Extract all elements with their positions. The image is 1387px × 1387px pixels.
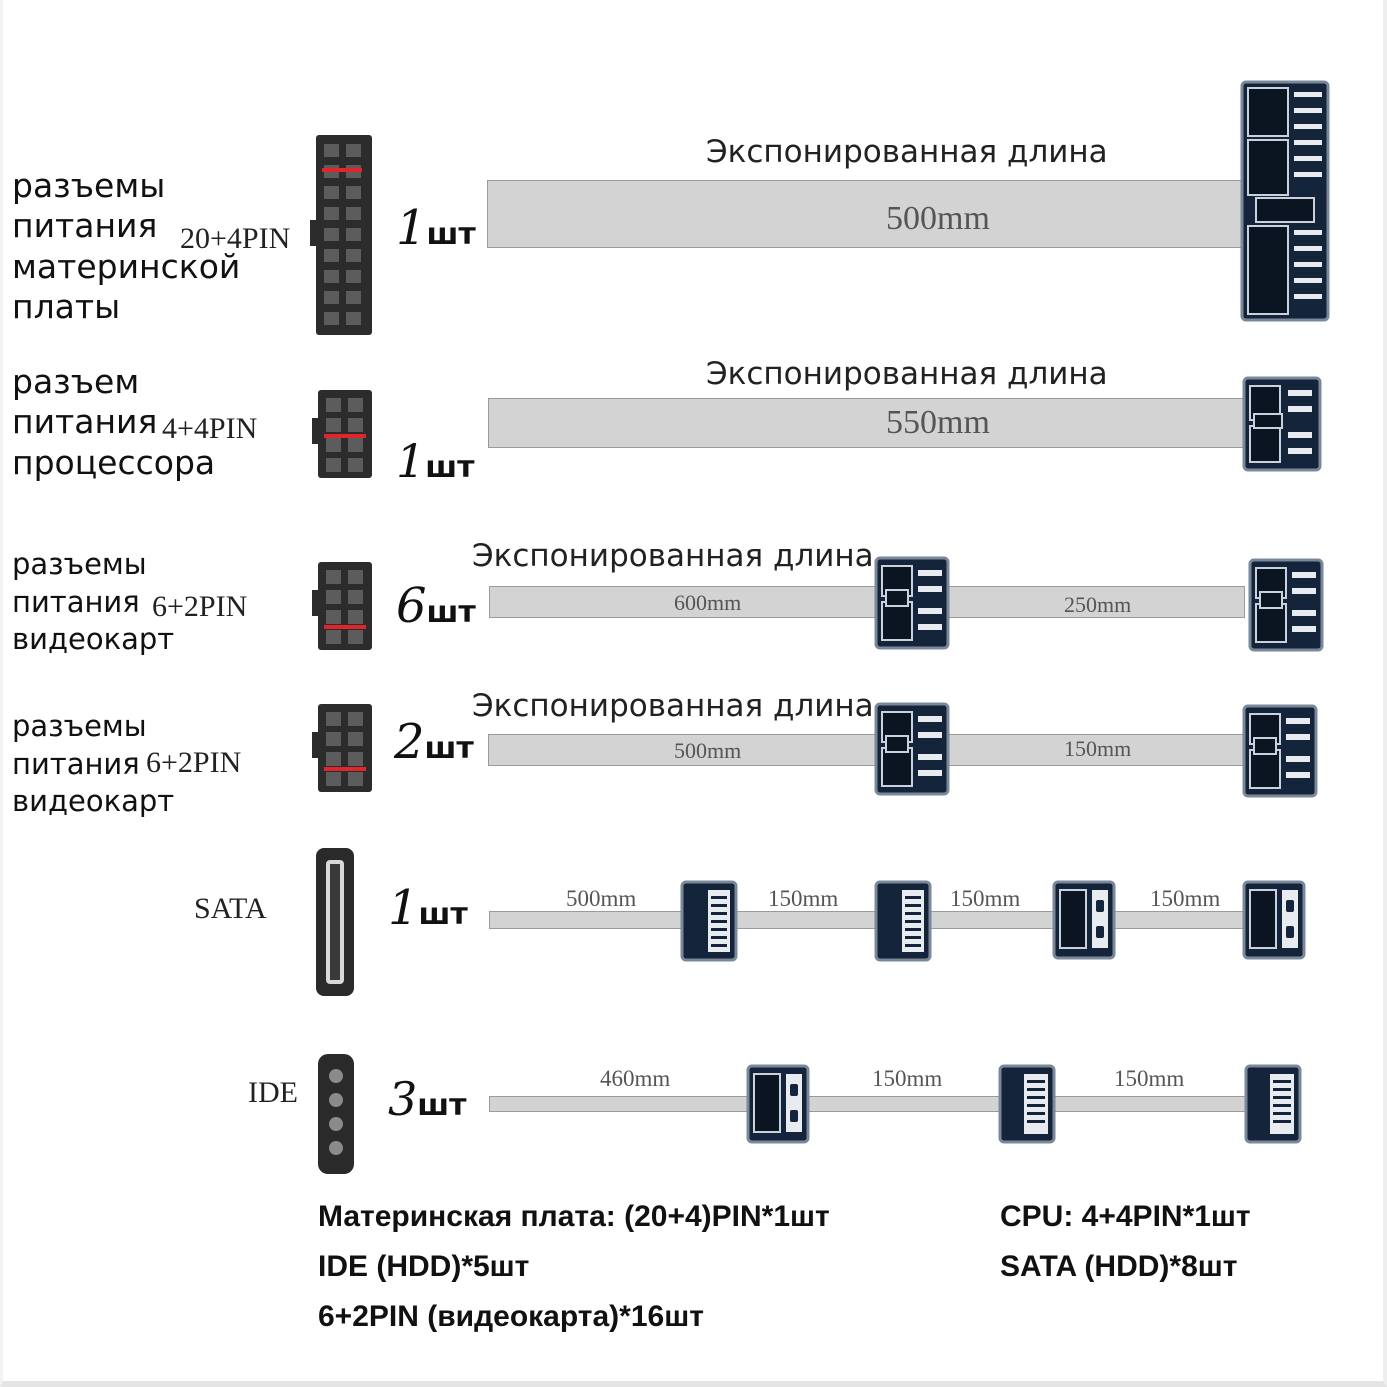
- gpu1-exposed-length-label: Экспонированная длина: [472, 538, 874, 574]
- mb-label-line: платы: [12, 286, 121, 326]
- summary-sata: SATA (HDD)*8шт: [1000, 1250, 1238, 1283]
- ide-socket-icon: [318, 1054, 354, 1174]
- gpu2-plug-icon: [1242, 704, 1318, 798]
- sata-plug-icon: [874, 880, 932, 962]
- cpu-label: разъем питания процессора: [12, 362, 215, 483]
- ide-length-1: 460mm: [600, 1066, 671, 1091]
- gpu1-qty-unit: шт: [426, 595, 476, 630]
- gpu1-label-line: видеокарт: [12, 622, 175, 657]
- gpu2-plug-icon: [874, 702, 950, 796]
- gpu1-length-2: 250mm: [1064, 592, 1132, 617]
- sata-socket-icon: [316, 848, 354, 996]
- molex-plug-icon: [1242, 880, 1306, 960]
- ide-qty-unit: шт: [417, 1088, 467, 1123]
- mb-exposed-length-label: Экспонированная длина: [706, 134, 1108, 170]
- cpu-label-line: процессора: [12, 442, 216, 482]
- mb-label-line: разъемы: [12, 166, 166, 205]
- gpu2-pin-label: 6+2PIN: [146, 746, 242, 779]
- gpu1-label-line: разъемы: [12, 547, 147, 581]
- gpu2-length-2: 150mm: [1064, 736, 1132, 761]
- summary-ide: IDE (HDD)*5шт: [318, 1250, 530, 1283]
- ide-length-2: 150mm: [872, 1066, 943, 1091]
- gpu1-label: разъемы питания видеокарт: [12, 546, 174, 659]
- split-marker: [324, 625, 366, 629]
- summary-motherboard: Материнская плата: (20+4)PIN*1шт: [318, 1200, 830, 1233]
- cpu-label-line: разъем: [12, 362, 140, 401]
- mb-label-line: материнской: [12, 246, 241, 286]
- gpu2-socket-icon: [312, 704, 372, 792]
- mb-pin-label: 20+4PIN: [180, 222, 291, 255]
- sata-qty-unit: шт: [418, 897, 468, 932]
- cpu-qty-number: 1: [396, 434, 426, 488]
- cpu-length: 550mm: [886, 404, 990, 441]
- cpu-pin-label: 4+4PIN: [162, 412, 258, 445]
- gpu1-plug-icon: [1248, 558, 1324, 652]
- sata-length-1: 500mm: [566, 886, 637, 911]
- summary-cpu: CPU: 4+4PIN*1шт: [1000, 1200, 1251, 1233]
- cpu-qty-unit: шт: [425, 450, 475, 485]
- split-marker: [324, 434, 366, 438]
- gpu2-quantity: 2шт: [394, 714, 474, 770]
- mb-socket-icon: [310, 135, 372, 335]
- cpu-quantity: 1шт: [396, 434, 475, 488]
- gpu2-label-line: питания: [12, 746, 140, 781]
- split-marker: [324, 767, 366, 771]
- sata-plug-icon: [1244, 1064, 1302, 1144]
- sata-qty-number: 1: [388, 880, 419, 936]
- ide-cable: [489, 1096, 1249, 1112]
- gpu1-pin-label: 6+2PIN: [152, 590, 248, 623]
- gpu1-quantity: 6шт: [396, 578, 476, 634]
- mb-label: разъемы питания материнской платы: [12, 166, 240, 327]
- cpu-cable: [488, 398, 1248, 448]
- mb-24pin-plug-icon: [1240, 80, 1330, 322]
- sata-plug-icon: [680, 880, 738, 962]
- gpu1-length-1: 600mm: [674, 590, 742, 615]
- ide-quantity: 3шт: [388, 1072, 467, 1126]
- mb-length: 500mm: [886, 200, 990, 237]
- gpu2-cable: [488, 734, 1246, 766]
- cpu-socket-icon: [312, 390, 372, 478]
- ide-label: IDE: [248, 1076, 298, 1109]
- cpu-8pin-plug-icon: [1242, 376, 1322, 472]
- ide-length-3: 150mm: [1114, 1066, 1185, 1091]
- cpu-label-line: питания: [12, 402, 158, 442]
- molex-plug-icon: [746, 1064, 810, 1144]
- gpu1-qty-number: 6: [396, 578, 427, 634]
- mb-qty-unit: шт: [426, 217, 476, 252]
- sata-quantity: 1шт: [388, 880, 468, 936]
- gpu2-exposed-length-label: Экспонированная длина: [472, 688, 874, 724]
- sata-label: SATA: [194, 892, 267, 925]
- sata-plug-icon: [998, 1064, 1056, 1144]
- mb-quantity: 1шт: [396, 200, 476, 256]
- sata-cable: [489, 911, 1249, 929]
- gpu1-cable: [489, 586, 1245, 618]
- gpu2-length-1: 500mm: [674, 738, 742, 763]
- gpu2-label-line: видеокарт: [12, 784, 175, 819]
- split-marker: [322, 168, 362, 172]
- summary-gpu: 6+2PIN (видеокарта)*16шт: [318, 1300, 704, 1333]
- gpu2-label: разъемы питания видеокарт: [12, 708, 174, 821]
- cpu-exposed-length-label: Экспонированная длина: [706, 356, 1108, 392]
- sata-length-2: 150mm: [768, 886, 839, 911]
- gpu2-qty-number: 2: [394, 714, 425, 770]
- ide-qty-number: 3: [388, 1072, 418, 1126]
- sata-length-4: 150mm: [1150, 886, 1221, 911]
- sata-length-3: 150mm: [950, 886, 1021, 911]
- mb-qty-number: 1: [396, 200, 427, 256]
- molex-plug-icon: [1052, 880, 1116, 960]
- gpu1-plug-icon: [874, 556, 950, 650]
- mb-cable: [487, 180, 1247, 248]
- gpu1-label-line: питания: [12, 584, 140, 619]
- gpu1-socket-icon: [312, 562, 372, 650]
- gpu2-qty-unit: шт: [424, 731, 474, 766]
- mb-label-line: питания: [12, 206, 158, 246]
- gpu2-label-line: разъемы: [12, 709, 147, 743]
